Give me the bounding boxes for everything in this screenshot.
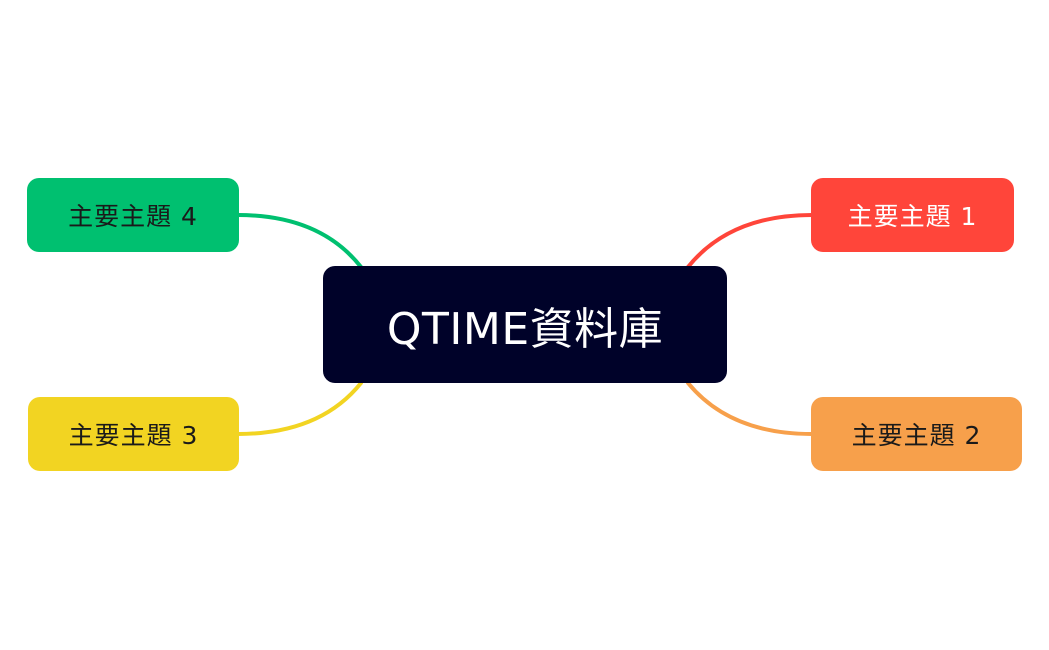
connector-topic-2 [686, 381, 814, 436]
main-topic-3-label: 主要主題 3 [68, 421, 199, 450]
main-topic-4-label: 主要主題 4 [68, 202, 198, 231]
main-topic-1-label: 主要主題 1 [847, 202, 978, 231]
main-topic-2-label: 主要主題 2 [851, 421, 982, 450]
main-topic-1-node[interactable]: 主要主題 1 [811, 178, 1014, 252]
connector-topic-3 [236, 381, 363, 436]
main-topic-3-node[interactable]: 主要主題 3 [28, 397, 239, 471]
central-topic-node[interactable]: QTIME資料庫 [323, 266, 727, 383]
main-topic-4-node[interactable]: 主要主題 4 [27, 178, 239, 252]
connector-topic-1 [686, 213, 814, 269]
main-topic-2-node[interactable]: 主要主題 2 [811, 397, 1022, 471]
central-topic-label: QTIME資料庫 [386, 303, 664, 355]
connector-topic-4 [236, 213, 363, 269]
